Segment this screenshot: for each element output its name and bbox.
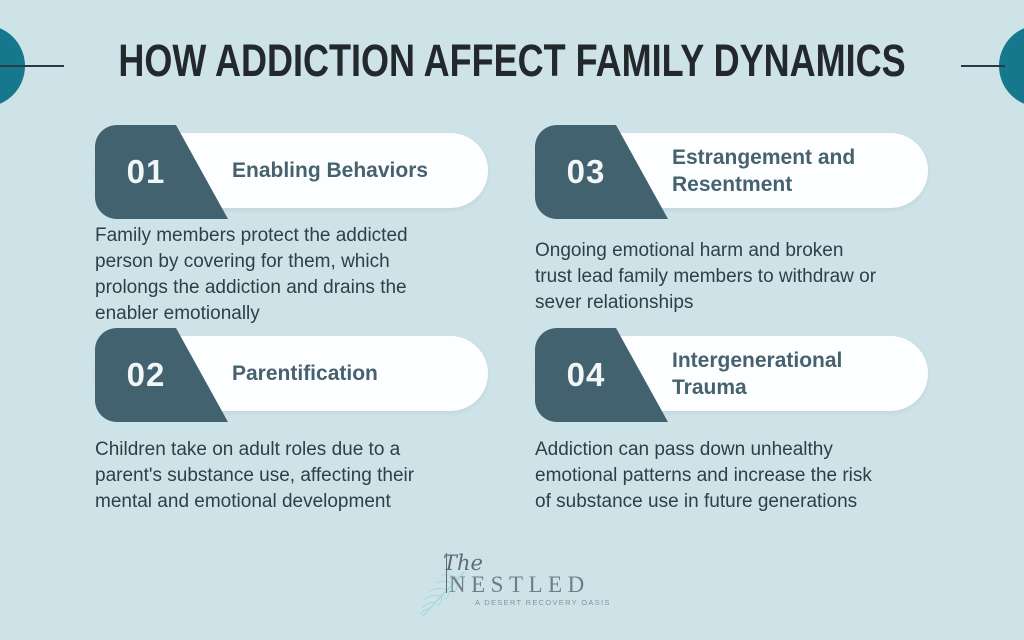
card-description: Ongoing emotional harm and broken trust …	[535, 240, 877, 313]
logo-nestled: The NESTLED A DESERT RECOVERY OASIS	[417, 548, 609, 634]
card-title: Parentification	[232, 362, 378, 385]
card-number: 03	[566, 153, 606, 190]
card-enabling-behaviors: 01 Enabling Behaviors	[95, 125, 488, 219]
card-title: Enabling Behaviors	[232, 159, 429, 182]
card-number: 02	[126, 356, 166, 393]
card-estrangement-resentment: 03 Estrangement and Resentment	[535, 125, 928, 219]
card-description: Family members protect the addicted pers…	[95, 225, 408, 324]
card-title: Intergenerational Trauma	[672, 348, 843, 399]
card-intergenerational-trauma: 04 Intergenerational Trauma	[535, 328, 928, 422]
card-number: 04	[566, 356, 606, 393]
card-number: 01	[126, 153, 166, 190]
card-description: Children take on adult roles due to a pa…	[95, 439, 415, 512]
card-number-tab	[535, 125, 668, 219]
card-title: Estrangement and Resentment	[672, 145, 856, 196]
card-description: Addiction can pass down unhealthy emotio…	[535, 439, 872, 512]
logo-tagline-text: A DESERT RECOVERY OASIS	[475, 598, 611, 607]
card-number-tab	[95, 125, 228, 219]
card-parentification: 02 Parentification	[95, 328, 488, 422]
logo-name-text: NESTLED	[449, 572, 590, 597]
logo-script-text: The	[443, 551, 483, 593]
feather-icon	[420, 571, 465, 617]
card-number-tab	[535, 328, 668, 422]
page-title: HOW ADDICTION AFFECT FAMILY DYNAMICS	[118, 35, 906, 86]
card-number-tab	[95, 328, 228, 422]
decor-line-left	[0, 65, 64, 67]
decor-line-right	[961, 65, 1005, 67]
